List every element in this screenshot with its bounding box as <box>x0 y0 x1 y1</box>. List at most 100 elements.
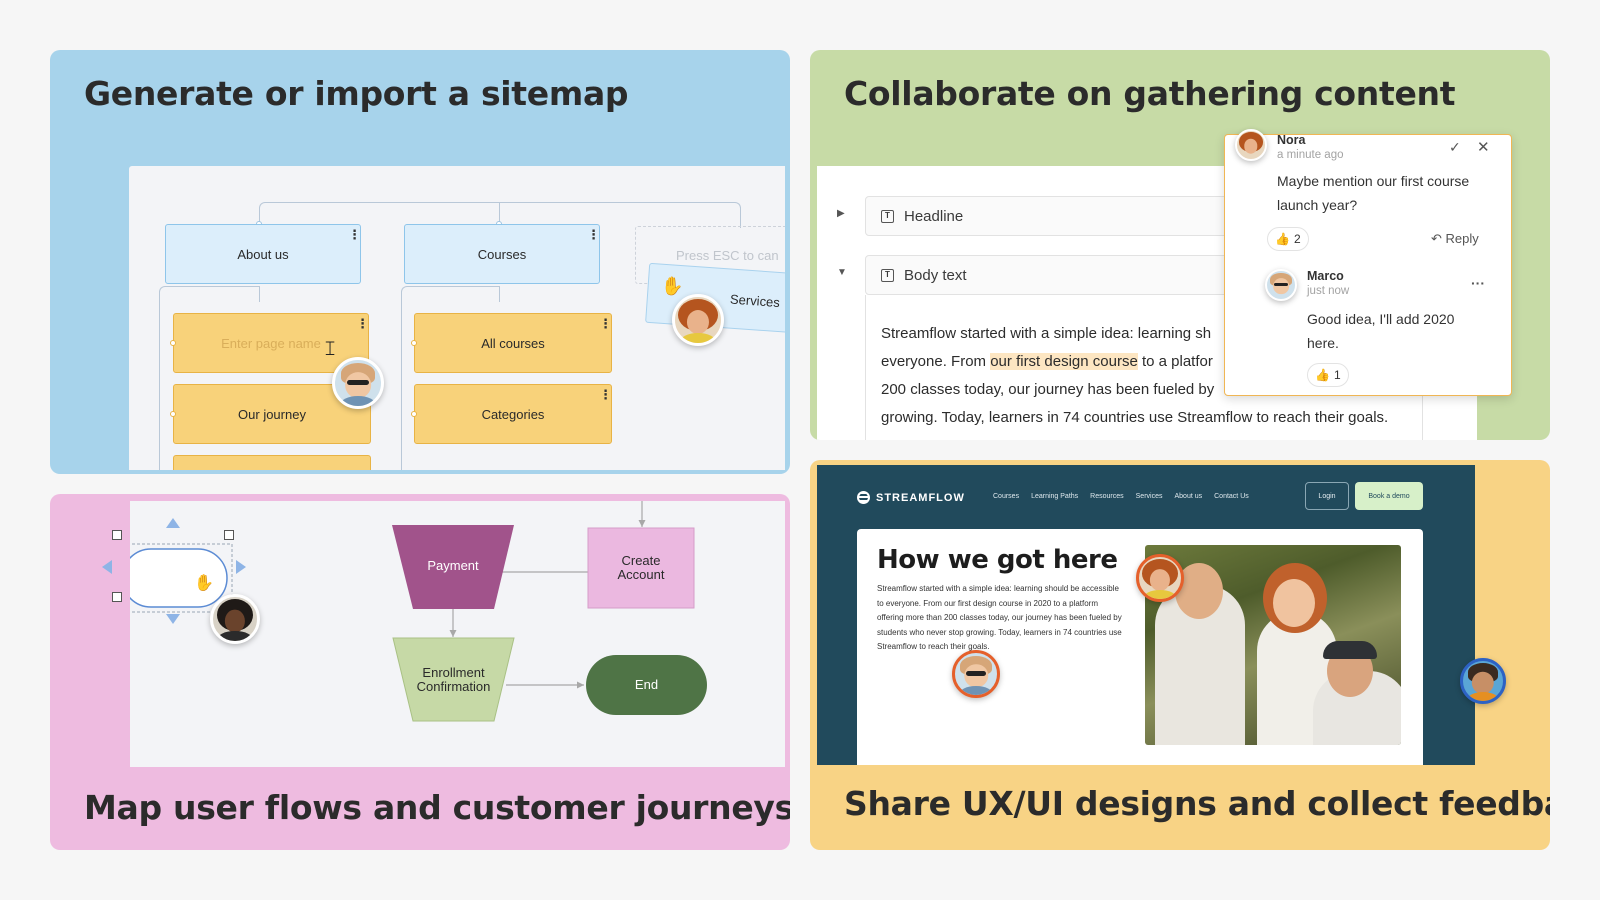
logo-mark-icon <box>857 491 870 504</box>
create-account-shape <box>587 527 695 609</box>
flow-diagram <box>130 501 707 722</box>
headline-field[interactable]: T Headline <box>865 196 1285 236</box>
resolve-check-icon[interactable]: ✓ <box>1449 139 1461 155</box>
page-name-input[interactable]: Enter page name <box>221 335 321 351</box>
sitemap-node-categories[interactable]: Categories ⋮ <box>414 384 612 444</box>
content-panel-title: Collaborate on gathering content <box>844 74 1456 113</box>
nav-link[interactable]: Services <box>1135 493 1163 500</box>
reply-button[interactable]: ↶ Reply <box>1431 231 1479 246</box>
expand-arrow-icon[interactable]: ▶ <box>837 208 845 219</box>
close-icon[interactable]: ✕ <box>1477 139 1490 156</box>
reaction-pill[interactable]: 👍 1 <box>1307 363 1349 387</box>
comment-text: Maybe mention our first course launch ye… <box>1277 173 1470 213</box>
comment-author: Nora <box>1277 133 1306 147</box>
website-preview[interactable]: STREAMFLOW Courses Learning Paths Resour… <box>817 465 1475 765</box>
sitemap-node-courses[interactable]: Courses ⋮ <box>404 224 600 284</box>
content-panel: Collaborate on gathering content ▶ T Hea… <box>810 50 1550 440</box>
grab-hand-icon: ✋ <box>661 276 684 296</box>
hero-heading: How we got here <box>877 545 1118 575</box>
body-text-field[interactable]: T Body text <box>865 255 1285 295</box>
collaborator-avatar <box>332 357 384 409</box>
add-shape-right-arrow-icon[interactable] <box>236 560 246 574</box>
body-text-content[interactable]: Streamflow started with a simple idea: l… <box>881 325 1389 426</box>
more-options-icon[interactable]: ··· <box>1471 275 1485 291</box>
node-label: Our journey <box>238 406 306 422</box>
resize-handle[interactable] <box>112 592 122 602</box>
more-icon[interactable]: ⋮ <box>599 316 612 331</box>
collaborator-avatar <box>672 294 724 346</box>
payment-shape <box>392 525 514 609</box>
sitemap-node-all-courses[interactable]: All courses ⋮ <box>414 313 612 373</box>
node-label: Categories <box>481 406 545 422</box>
end-label[interactable]: End <box>634 677 659 692</box>
nav-link[interactable]: Contact Us <box>1214 493 1249 500</box>
collaborator-avatar <box>210 594 260 644</box>
payment-label[interactable]: Payment <box>427 558 479 573</box>
team-photo <box>1145 545 1401 745</box>
thumbs-up-icon: 👍 <box>1275 232 1290 246</box>
highlighted-text[interactable]: our first design course <box>990 353 1138 370</box>
comment-time: just now <box>1307 285 1350 297</box>
flows-panel: Payment Create Account Enrollment Confir… <box>50 494 790 850</box>
node-label: Services <box>729 291 781 310</box>
flows-panel-title: Map user flows and customer journeys <box>84 788 790 827</box>
collaborator-avatar <box>1460 658 1506 704</box>
enrollment-shape <box>392 637 515 722</box>
connector-dot[interactable] <box>170 411 176 417</box>
more-icon[interactable]: ⋮ <box>599 387 612 402</box>
designs-panel: STREAMFLOW Courses Learning Paths Resour… <box>810 460 1550 850</box>
node-label: About us <box>237 246 289 262</box>
field-label: Headline <box>904 207 964 225</box>
more-icon[interactable]: ⋮ <box>587 227 600 242</box>
resize-handle[interactable] <box>112 530 122 540</box>
end-shape <box>586 655 707 715</box>
reaction-pill[interactable]: 👍 2 <box>1267 227 1309 251</box>
book-demo-button[interactable]: Book a demo <box>1355 482 1423 510</box>
more-icon[interactable]: ⋮ <box>348 227 361 242</box>
thumbs-up-icon: 👍 <box>1315 368 1330 382</box>
site-logo[interactable]: STREAMFLOW <box>857 491 965 504</box>
designs-panel-title: Share UX/UI designs and collect feedback <box>844 784 1550 823</box>
field-label: Body text <box>904 266 967 284</box>
comment-thread[interactable]: Nora a minute ago ✓ ✕ Maybe mention our … <box>1224 129 1512 396</box>
sitemap-panel-title: Generate or import a sitemap <box>84 74 629 113</box>
node-label: Courses <box>477 246 527 262</box>
sitemap-node-stub[interactable] <box>173 455 371 470</box>
sitemap-node-new-page[interactable]: Enter page name ⋮ <box>173 313 369 373</box>
comment-author: Marco <box>1307 269 1344 283</box>
enrollment-label[interactable]: Enrollment Confirmation <box>416 665 491 694</box>
selected-terminator-shape <box>130 548 228 608</box>
comment-text: Good idea, I'll add 2020 here. <box>1307 311 1455 351</box>
reply-icon: ↶ <box>1431 231 1442 246</box>
nav-link[interactable]: Courses <box>993 493 1020 500</box>
hero-card: How we got here Streamflow started with … <box>857 529 1423 765</box>
collapse-arrow-icon[interactable]: ▼ <box>837 267 847 278</box>
resize-handle[interactable] <box>224 530 234 540</box>
connector-dot[interactable] <box>411 340 417 346</box>
text-cursor-icon: 𝙸 <box>323 336 338 360</box>
site-nav: Courses Learning Paths Resources Service… <box>993 493 1249 500</box>
sitemap-node-about-us[interactable]: About us ⋮ <box>165 224 361 284</box>
login-button[interactable]: Login <box>1305 482 1349 510</box>
collaborator-avatar <box>1136 554 1184 602</box>
create-account-label[interactable]: Create Account <box>617 553 665 582</box>
more-icon[interactable]: ⋮ <box>356 316 369 331</box>
text-field-icon: T <box>881 269 894 282</box>
text-field-icon: T <box>881 210 894 223</box>
commenter-avatar <box>1235 129 1267 161</box>
add-shape-up-arrow-icon[interactable] <box>166 518 180 528</box>
nav-link[interactable]: Learning Paths <box>1031 493 1079 500</box>
commenter-avatar <box>1265 269 1297 301</box>
collaborator-avatar <box>952 650 1000 698</box>
nav-link[interactable]: Resources <box>1090 493 1124 500</box>
hero-paragraph: Streamflow started with a simple idea: l… <box>877 584 1122 651</box>
press-esc-hint: Press ESC to can <box>676 247 779 263</box>
node-label: All courses <box>481 335 545 351</box>
connector-dot[interactable] <box>170 340 176 346</box>
add-shape-left-arrow-icon[interactable] <box>102 560 112 574</box>
connector-dot[interactable] <box>411 411 417 417</box>
grab-hand-icon: ✋ <box>194 575 214 592</box>
comment-time: a minute ago <box>1277 149 1344 161</box>
nav-link[interactable]: About us <box>1174 493 1203 500</box>
add-shape-down-arrow-icon[interactable] <box>166 614 180 624</box>
